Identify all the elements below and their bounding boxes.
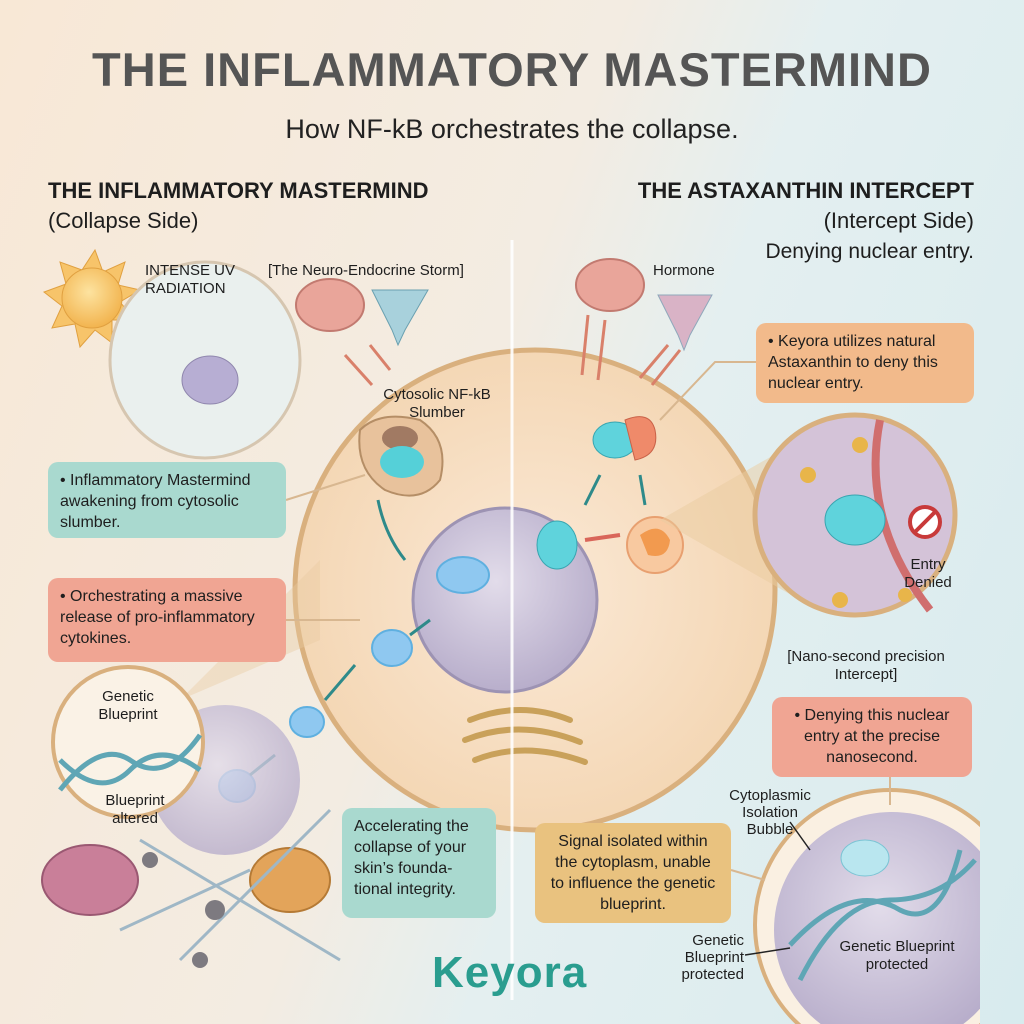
slumber-label-line: Slumber: [409, 404, 465, 421]
altered-label-line: altered: [112, 810, 158, 827]
blueprint-altered-label: Blueprint altered: [90, 792, 180, 828]
broken-fibers-icon: [119, 808, 341, 962]
entry-denied-line: Entry: [910, 556, 946, 573]
genetic-label-line: Blueprint: [98, 706, 158, 723]
bubble-label-line: Cytoplasmic: [729, 787, 811, 804]
protected-nucleus: [774, 812, 980, 1024]
right-subheading: (Intercept Side): [823, 208, 974, 233]
protected-line: protected: [865, 956, 929, 973]
right-tagline: Denying nuclear entry.: [765, 240, 974, 263]
uv-label-line: INTENSE UV: [145, 262, 236, 279]
hormone-label: Hormone: [653, 262, 715, 279]
slumber-label: Cytosolic NF-kB Slumber: [372, 386, 502, 422]
callout-collapse: Accelerating the collapse of your skin’s…: [342, 808, 496, 918]
uv-label: INTENSE UV RADIATION: [145, 262, 235, 298]
sun-icon: [42, 248, 142, 349]
dna-icon: [788, 849, 977, 982]
uv-label-line: RADIATION: [145, 280, 226, 297]
callout-awakening: • Inflammatory Mastermind awakening from…: [48, 462, 286, 538]
callout-isolated: Signal isolated within the cytoplasm, un…: [535, 823, 731, 923]
slumber-label-line: Cytosolic NF-kB: [383, 386, 491, 403]
callout-nanosecond: • Denying this nuclear entry at the prec…: [772, 697, 972, 777]
left-subheading: (Collapse Side): [48, 208, 199, 233]
precision-label: [Nano-second precision Intercept]: [766, 648, 966, 684]
precision-label-line: [Nano-second precision: [787, 648, 945, 665]
callout-keyora: • Keyora utilizes natural Astaxanthin to…: [756, 323, 974, 403]
tornado-icon: [657, 294, 713, 352]
precision-label-line: Intercept]: [834, 666, 898, 683]
protected-outer-label: Genetic Blueprint protected: [660, 932, 744, 983]
protected-line: Genetic Blueprint: [839, 938, 955, 955]
mitochondria-icon: [41, 844, 139, 916]
signal-arrows-icon: [343, 314, 682, 387]
bubble-label-line: Isolation: [742, 804, 798, 821]
golgi-icon: [462, 707, 588, 765]
protected-inner-label: Genetic Blueprint protected: [832, 938, 962, 974]
tornado-icon: [371, 289, 429, 347]
page-title: THE INFLAMMATORY MASTERMIND: [92, 43, 932, 96]
genetic-blueprint-label: Genetic Blueprint: [78, 688, 178, 724]
protected-line: Genetic: [692, 932, 744, 949]
entry-denied-line: Denied: [904, 574, 952, 591]
right-heading: THE ASTAXANTHIN INTERCEPT: [637, 178, 974, 203]
altered-label-line: Blueprint: [105, 792, 165, 809]
protected-line: protected: [681, 966, 744, 983]
no-entry-icon: [908, 505, 942, 539]
storm-label: [The Neuro-Endocrine Storm]: [268, 262, 464, 279]
brand-logo: Keyora: [432, 948, 588, 997]
isolation-bubble-label: Cytoplasmic Isolation Bubble: [715, 787, 825, 838]
left-heading: THE INFLAMMATORY MASTERMIND: [48, 178, 429, 203]
entry-denied-label: Entry Denied: [893, 556, 963, 592]
protected-line: Blueprint: [684, 949, 744, 966]
callout-cytokines: • Orchestrating a massive release of pro…: [48, 578, 286, 662]
brain-icon: [575, 258, 645, 312]
skin-cell-nucleus: [181, 355, 239, 405]
dna-icon: [58, 733, 203, 792]
genetic-label-line: Genetic: [102, 688, 154, 705]
bubble-label-line: Bubble: [746, 821, 794, 838]
page-subtitle: How NF-kB orchestrates the collapse.: [285, 114, 739, 144]
brain-icon: [295, 278, 365, 332]
